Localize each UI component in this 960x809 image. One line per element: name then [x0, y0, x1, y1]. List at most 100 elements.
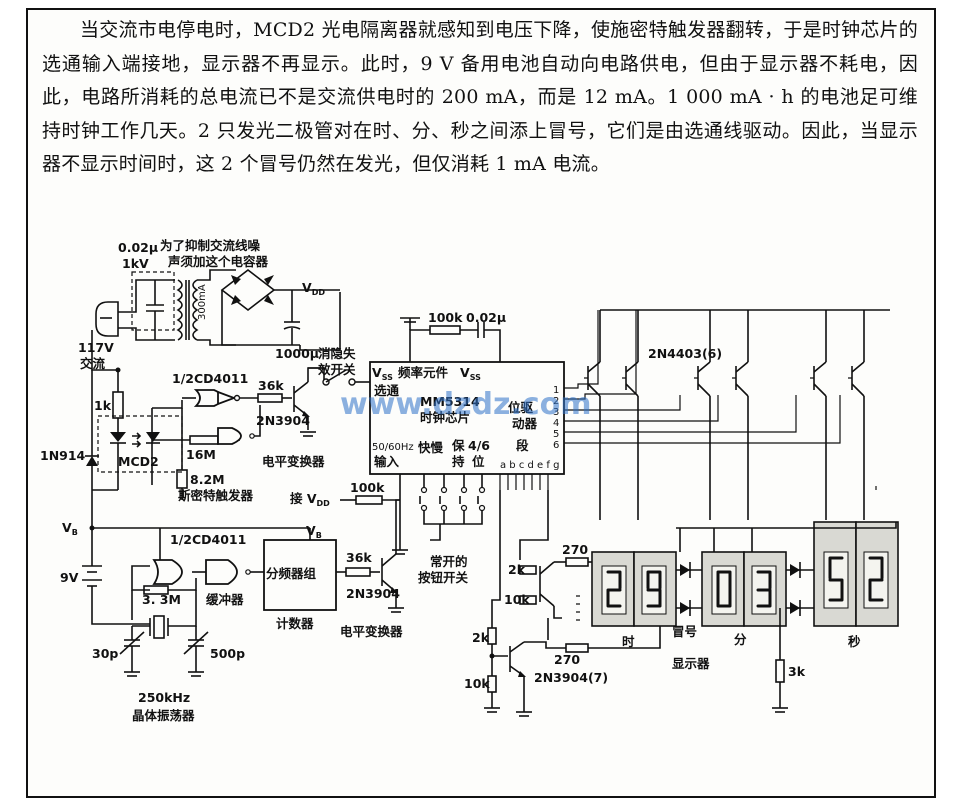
r3k-label: 3k	[788, 664, 806, 679]
photodiode-icon	[146, 432, 160, 442]
schmitt-transistor-icon	[293, 381, 310, 417]
mcd2-label: MCD2	[118, 454, 159, 469]
pnp-5-icon	[813, 310, 827, 520]
noise-note-line2: 声须加这个电容器	[167, 254, 269, 269]
pnp-2-icon	[625, 310, 639, 520]
pnp-3-icon	[697, 310, 711, 520]
r2k-b-label: 2k	[472, 630, 490, 645]
top-r100k-label: 100k	[428, 310, 463, 325]
r16m-label: 16M	[186, 447, 216, 462]
resistor-1k	[112, 391, 124, 419]
colon-led-1-icon	[676, 562, 702, 616]
digit-driver-2: 动器	[512, 416, 538, 431]
led-icon	[110, 432, 126, 442]
pushbutton-label-1: 常开的	[430, 554, 468, 569]
pin-hold-2: 持	[452, 454, 465, 469]
schmitt-label: 斯密特触发器	[178, 488, 254, 503]
level-shifter-label: 电平变换器	[262, 454, 325, 469]
schmitt-gate-label: 1/2CD4011	[172, 371, 248, 386]
switch-label-1: 消隐失	[318, 346, 356, 361]
r82m-label: 8.2M	[190, 472, 225, 487]
pushbutton-group	[419, 486, 486, 512]
r10k-b-label: 10k	[464, 676, 490, 691]
pin-46-1: 4/6	[468, 438, 490, 453]
switch-label-2: 效开关	[318, 362, 356, 377]
schmitt-nand-icon	[217, 427, 242, 445]
filter-cap-label: 1000μ	[275, 346, 319, 361]
divider-r36k-label: 36k	[346, 550, 372, 565]
oscillator-section: 1/2CD4011 缓冲器 分频器组 计数器 VB 36k 2N3904 电平变…	[92, 499, 404, 723]
hour-label: 时	[622, 634, 635, 649]
display-label: 显示器	[672, 656, 710, 671]
c500p-label: 500p	[210, 646, 245, 661]
r1k-label: 1k	[94, 398, 112, 413]
osc-gate-1-icon	[152, 559, 183, 585]
npn-2-icon	[509, 641, 526, 677]
watermark-text: www.dzdz.com	[340, 387, 592, 422]
divider-transistor-label: 2N3904	[346, 586, 400, 601]
pnp-4-icon	[735, 310, 749, 520]
digit-driver-1: 位驱	[508, 400, 534, 415]
mm5314-chip	[369, 361, 565, 475]
strobe-label: 选通	[374, 383, 400, 398]
battery-icon	[82, 565, 102, 587]
npn-2-label: 2N3904(7)	[534, 670, 608, 685]
chip-name-1: MM5314	[420, 394, 480, 409]
cap-voltage-label: 1kV	[122, 256, 149, 271]
npn-1-icon	[539, 561, 555, 607]
crystal-icon	[149, 615, 169, 639]
transformer-current-label: 300mA	[197, 284, 208, 320]
clock-chip: VSS 频率元件 VSS 选通 MM5314 时钟芯片 位驱 动器 50/60H…	[290, 310, 841, 585]
minute-label: 分	[734, 632, 747, 647]
diode-1n914-icon	[86, 456, 98, 466]
chip-top-label: 频率元件	[398, 365, 449, 380]
connect-vdd-label: 接 VDD	[290, 491, 330, 508]
battery-label: 9V	[60, 570, 79, 585]
second-label: 秒	[848, 634, 861, 649]
pin-hold-1: 保	[451, 438, 465, 453]
ac-plug-icon	[95, 301, 119, 337]
buffer-label: 缓冲器	[206, 592, 244, 607]
pin-50hz-2: 输入	[374, 454, 400, 469]
colon-led-2-icon	[786, 562, 814, 616]
osc-gate-label: 1/2CD4011	[170, 532, 246, 547]
pin-46-2: 位	[472, 454, 485, 469]
divider-transistor-icon	[381, 553, 398, 593]
cap-value-label: 0.02μ	[118, 240, 158, 255]
noise-note-line1: 为了抑制交流线噪	[160, 238, 261, 253]
counter-label: 计数器	[276, 616, 314, 631]
bridge-rectifier	[220, 268, 276, 312]
minute-display	[701, 551, 787, 627]
seg-label: 段	[516, 438, 529, 453]
segment-drivers: 2k 10k 270 2k 10k 270	[464, 490, 661, 717]
top-c002-label: 0.02μ	[466, 310, 506, 325]
schmitt-gate-2-icon	[217, 390, 237, 406]
chip-vss-right: VSS	[460, 365, 481, 382]
schmitt-trigger: 1/2CD4011 36k 2N3904 电平变换器 消隐失 效开关	[151, 346, 370, 503]
pin-number-list: 1 2 3 4 5 6	[553, 385, 559, 451]
transformer-icon	[176, 279, 199, 341]
description-paragraph: 当交流市电停电时，MCD2 光电隔离器就感知到电压下降，使施密特触发器翻转，于是…	[42, 19, 918, 175]
seg-pins-label: a b c d e f g	[500, 460, 559, 471]
pnp-6-icon	[851, 310, 865, 520]
schmitt-transistor-label: 2N3904	[256, 413, 310, 428]
plug-voltage-label: 117V	[78, 340, 114, 355]
hour-display	[591, 551, 677, 627]
crystal-freq-label: 250kHz	[138, 690, 190, 705]
divider-label: 分频器组	[266, 566, 317, 581]
osc-gate-2-icon	[205, 559, 238, 585]
pin-num-4: 4	[553, 418, 559, 429]
diode-label: 1N914	[40, 448, 86, 463]
pnp-transistor-label: 2N4403(6)	[648, 346, 722, 361]
second-display	[813, 521, 899, 627]
chip-vss-left: VSS	[372, 365, 393, 382]
pin-num-6: 6	[553, 440, 559, 451]
vb-label: VB	[62, 520, 78, 537]
r33m-label: 3. 3M	[142, 592, 181, 607]
vdd-label: VDD	[302, 280, 325, 297]
suppression-cap-box	[131, 271, 175, 331]
pin-num-5: 5	[553, 429, 559, 440]
divider-vb-label: VB	[306, 523, 322, 540]
pin-50hz-1: 50/60Hz	[372, 442, 414, 453]
